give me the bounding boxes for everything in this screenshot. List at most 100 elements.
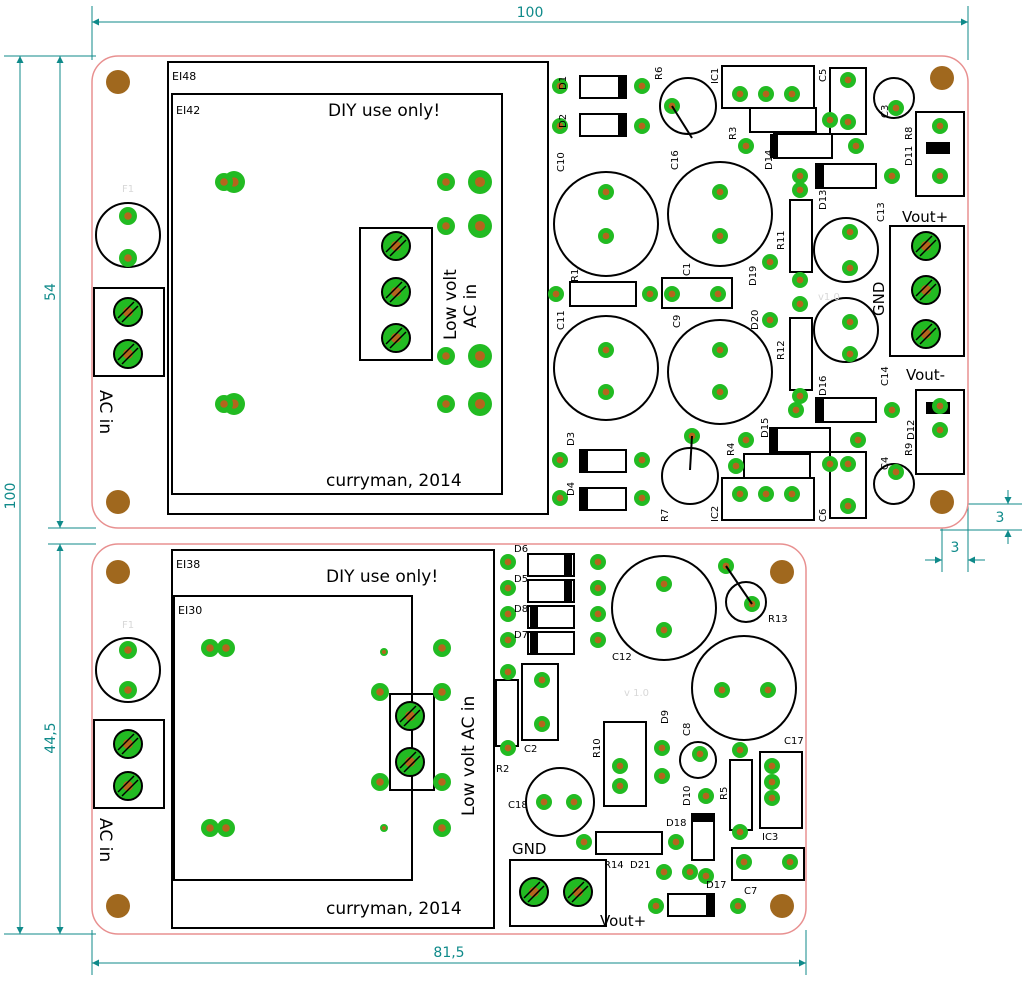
trimmer-wiper <box>671 105 693 139</box>
pad <box>656 622 672 638</box>
pad <box>792 182 808 198</box>
pad <box>500 632 516 648</box>
pad <box>932 398 948 414</box>
pad <box>598 184 614 200</box>
pad <box>590 632 606 648</box>
pad <box>842 314 858 330</box>
pad <box>576 834 592 850</box>
pad <box>884 168 900 184</box>
pad <box>682 864 698 880</box>
lower-ref-c18: C18 <box>508 800 528 811</box>
upper-board-outline <box>91 55 969 529</box>
pad <box>634 78 650 94</box>
pad <box>888 100 904 116</box>
upper-ref-c4: C4 <box>880 457 891 470</box>
upper-ref-d20: D20 <box>750 310 761 330</box>
upper-transformer-outer-label: EI48 <box>172 70 196 83</box>
trimmer-wiper <box>689 435 693 471</box>
upper-ref-d1: D1 <box>558 76 569 90</box>
pad <box>500 554 516 570</box>
pad <box>732 86 748 102</box>
pads <box>119 72 948 914</box>
upper-gnd: GND <box>870 282 888 316</box>
pad <box>201 639 219 657</box>
pad <box>784 486 800 502</box>
pad <box>712 384 728 400</box>
upper-ac-in: AC in <box>95 390 115 434</box>
pad <box>738 138 754 154</box>
upper-ref-c13: C13 <box>876 202 887 222</box>
lower-ref-c7: C7 <box>744 886 757 897</box>
lower-ref-d6: D6 <box>514 544 528 555</box>
upper-ref-c5: C5 <box>818 69 829 82</box>
upper-ref-r4: R4 <box>726 443 737 456</box>
lower-transformer-outer-label: EI38 <box>176 558 200 571</box>
upper-low-volt-line2: AC in <box>461 284 481 328</box>
pad <box>548 286 564 302</box>
screw-terminal <box>113 339 143 369</box>
upper-ref-c14: C14 <box>880 366 891 386</box>
pad <box>698 788 714 804</box>
pad <box>215 395 233 413</box>
upper-ref-ic1: IC1 <box>710 68 721 84</box>
pad <box>433 683 451 701</box>
lower-ac-in: AC in <box>95 818 115 862</box>
pad <box>534 716 550 732</box>
upper-vout-minus: Vout- <box>906 366 945 384</box>
pad <box>654 768 670 784</box>
screw-terminal <box>563 877 593 907</box>
screw-terminal <box>381 323 411 353</box>
pad <box>848 138 864 154</box>
lower-ref-r10: R10 <box>592 738 603 758</box>
pad <box>371 773 389 791</box>
upper-ref-d14: D14 <box>764 150 775 170</box>
upper-ref-r12: R12 <box>776 340 787 360</box>
upper-ref-r8: R8 <box>904 127 915 140</box>
upper-ref-ic2: IC2 <box>710 506 721 522</box>
lower-ref-r14: R14 <box>604 860 624 871</box>
screw-terminal <box>381 277 411 307</box>
upper-vout-plus: Vout+ <box>902 208 948 226</box>
pad <box>788 402 804 418</box>
pad <box>782 854 798 870</box>
pad <box>648 898 664 914</box>
pad <box>758 86 774 102</box>
screw-terminal <box>911 275 941 305</box>
pad <box>552 118 568 134</box>
upper-ref-d4: D4 <box>566 482 577 496</box>
upper-low-volt-line1: Low volt <box>441 269 461 340</box>
upper-fuse-label: F1 <box>122 184 134 195</box>
pad <box>119 207 137 225</box>
pad <box>760 682 776 698</box>
pad <box>764 790 780 806</box>
pad <box>728 458 744 474</box>
pad <box>792 168 808 184</box>
upper-silk-shapes <box>93 61 965 521</box>
pad <box>840 498 856 514</box>
pad <box>468 170 492 194</box>
trimmer-wiper <box>725 565 753 605</box>
pad <box>437 173 455 191</box>
pad <box>590 554 606 570</box>
pad <box>590 580 606 596</box>
pad <box>888 464 904 480</box>
pad <box>762 254 778 270</box>
pad <box>566 794 582 810</box>
dim-corner-b: 3 <box>951 540 960 556</box>
lower-ref-c12: C12 <box>612 652 632 663</box>
lower-low-volt: Low volt AC in <box>459 696 479 816</box>
upper-diy-text: DIY use only! <box>328 101 440 121</box>
lower-ref-d8: D8 <box>514 604 528 615</box>
upper-ref-d13: D13 <box>818 190 829 210</box>
upper-credit: curryman, 2014 <box>326 471 462 491</box>
pad <box>119 681 137 699</box>
pad <box>656 864 672 880</box>
lower-ref-d21: D21 <box>630 860 650 871</box>
lower-ref-d10: D10 <box>682 786 693 806</box>
upper-ref-c11: C11 <box>556 310 567 330</box>
pad <box>642 286 658 302</box>
pad <box>784 86 800 102</box>
pad <box>932 168 948 184</box>
pad <box>762 312 778 328</box>
